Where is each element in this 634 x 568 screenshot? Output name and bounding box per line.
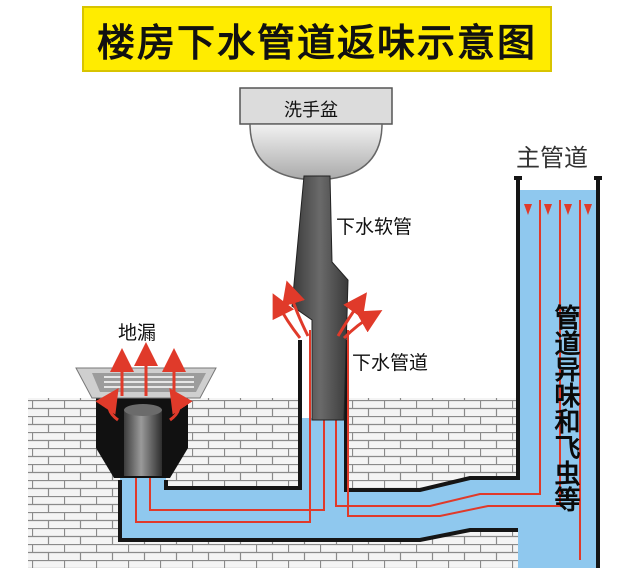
soft-hose — [291, 175, 349, 421]
escape-arrows — [95, 280, 383, 422]
diagram-title: 楼房下水管道返味示意图 — [96, 20, 537, 65]
arrow-up — [524, 204, 532, 215]
main-pipe-label: 主管道 — [516, 144, 588, 172]
drain-pipe-label: 下水管道 — [352, 352, 429, 374]
soft-pipe-label: 下水软管 — [336, 216, 413, 238]
floor-drain-label: 地漏 — [118, 322, 157, 344]
arrow-up — [544, 204, 552, 215]
riser-arrows — [524, 204, 592, 215]
arrow-up — [584, 204, 592, 215]
odor-flow-lines — [135, 200, 581, 560]
odor-insects-label: 管道异味和飞虫等 — [550, 304, 580, 512]
arrow-up — [564, 204, 572, 215]
basin-label: 洗手盆 — [284, 100, 338, 121]
title-banner: 楼房下水管道返味示意图 — [82, 6, 552, 72]
wash-basin — [239, 87, 393, 181]
